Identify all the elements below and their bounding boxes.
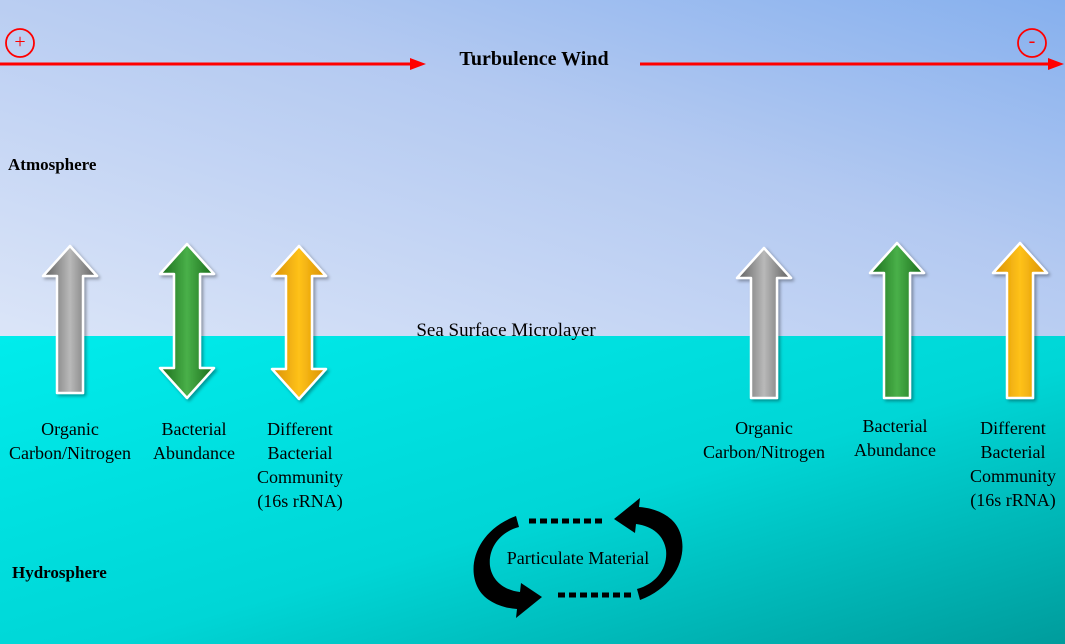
left-community-line-3: Community	[256, 467, 343, 487]
right-organic-line-2: Carbon/Nitrogen	[703, 442, 825, 462]
particulate-material-label: Particulate Material	[506, 548, 650, 568]
left-abundance-line-1: Bacterial	[161, 419, 227, 439]
left-community-line-2: Bacterial	[267, 443, 333, 463]
arrow-up-icon	[868, 241, 926, 400]
diagram-title: Turbulence Wind	[459, 48, 609, 70]
wind-arrow-left	[0, 58, 426, 70]
right-abundance-label: Bacterial Abundance	[843, 414, 947, 462]
right-community-line-1: Different	[980, 418, 1046, 438]
arrow-up-icon	[735, 246, 793, 400]
atmosphere-label: Atmosphere	[8, 155, 97, 174]
right-community-line-4: (16s rRNA)	[970, 490, 1056, 510]
left-organic-line-2: Carbon/Nitrogen	[9, 443, 131, 463]
right-organic-line-1: Organic	[735, 418, 793, 438]
cycle-arrows-icon	[473, 498, 683, 618]
minus-sign-circle	[1017, 28, 1047, 58]
arrow-up-icon	[991, 241, 1049, 400]
arrow-up-down-icon	[158, 242, 216, 400]
right-abundance-line-1: Bacterial	[862, 416, 928, 436]
wind-arrow-right	[640, 58, 1064, 70]
left-community-label: Different Bacterial Community (16s rRNA)	[248, 417, 352, 513]
left-organic-label: Organic Carbon/Nitrogen	[0, 417, 140, 465]
sea-surface-microlayer-label: Sea Surface Microlayer	[416, 320, 596, 341]
plus-sign-circle	[5, 28, 35, 58]
left-organic-line-1: Organic	[41, 419, 99, 439]
plus-sign: +	[14, 31, 26, 53]
right-community-line-2: Bacterial	[980, 442, 1046, 462]
arrow-up-down-icon	[270, 244, 328, 401]
arrow-up-icon	[41, 244, 99, 395]
right-organic-label: Organic Carbon/Nitrogen	[694, 416, 834, 464]
right-community-line-3: Community	[969, 466, 1056, 486]
right-abundance-line-2: Abundance	[854, 440, 936, 460]
left-community-line-4: (16s rRNA)	[257, 491, 343, 511]
left-abundance-line-2: Abundance	[153, 443, 235, 463]
minus-sign: -	[1028, 30, 1036, 52]
hydrosphere-label: Hydrosphere	[12, 563, 107, 582]
right-community-label: Different Bacterial Community (16s rRNA)	[961, 416, 1065, 512]
left-abundance-label: Bacterial Abundance	[142, 417, 246, 465]
left-community-line-1: Different	[267, 419, 333, 439]
